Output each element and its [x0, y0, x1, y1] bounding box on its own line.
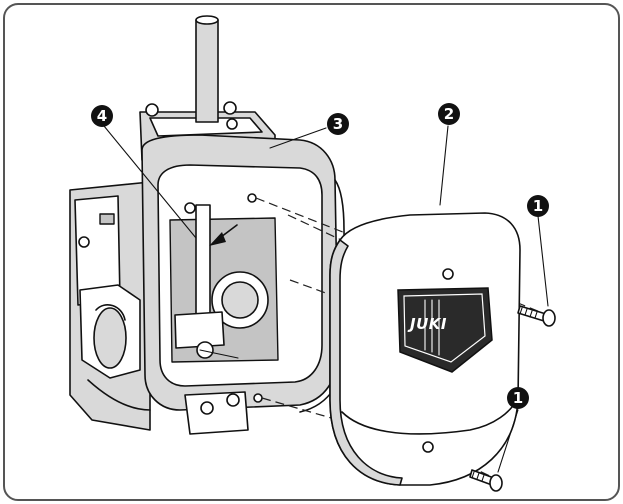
crank-hub — [221, 281, 259, 319]
callout-2: 2 — [438, 103, 460, 125]
screw-lower-threads — [471, 471, 485, 482]
callout-1-lower-text: 1 — [513, 389, 523, 407]
thread-post-top — [195, 15, 219, 25]
needle-arrow-head — [209, 232, 226, 246]
callout-1-upper-text: 1 — [533, 197, 543, 215]
top-bolt-front — [226, 118, 238, 130]
callout-2-text: 2 — [444, 105, 454, 123]
leader-face-cover — [439, 125, 449, 206]
face-cover-edge — [329, 239, 403, 486]
leader-top-cover — [269, 127, 327, 149]
screw-lower-head — [489, 474, 503, 492]
cover-lower-contour — [341, 399, 518, 435]
screw-lower — [469, 469, 503, 492]
top-bolt-right — [223, 101, 237, 115]
face-hole-lower — [253, 393, 263, 403]
needle-bar — [195, 204, 211, 331]
holder-screw — [196, 341, 214, 359]
logo-stripes — [424, 299, 440, 356]
face-hole-upper — [247, 193, 257, 203]
callout-1-lower: 1 — [507, 387, 529, 409]
bottom-bolt-left — [200, 401, 214, 415]
logo-badge — [397, 287, 493, 373]
screw-upper — [517, 305, 556, 327]
machine-head — [69, 15, 346, 435]
face-cover: JUKI — [329, 212, 521, 486]
lower-cam-edge — [95, 304, 126, 321]
callout-4-text: 4 — [97, 107, 107, 125]
callout-3: 3 — [327, 113, 349, 135]
bottom-bolt-right — [226, 393, 240, 407]
callout-3-text: 3 — [333, 115, 343, 133]
lower-contour — [87, 379, 151, 411]
thread-post — [195, 19, 219, 123]
leader-needle-bar — [103, 125, 197, 239]
screw-upper-head — [542, 309, 556, 327]
cover-logo-text: JUKI — [407, 315, 447, 333]
callout-4: 4 — [91, 105, 113, 127]
logo-badge-inner — [403, 293, 486, 363]
callout-1-upper: 1 — [527, 195, 549, 217]
lower-cam — [93, 307, 127, 369]
needle-bar-clamp — [184, 202, 196, 214]
leader-screw-lower — [497, 409, 519, 473]
cover-hole-lower — [422, 441, 434, 453]
side-screw — [78, 236, 90, 248]
holder-link — [199, 349, 239, 359]
top-bolt-left — [145, 103, 159, 117]
side-plate-tab — [99, 213, 115, 225]
needle-bar-holder — [174, 311, 225, 349]
leader-lines — [103, 125, 549, 473]
leader-screw-upper — [537, 215, 549, 307]
cover-hole-upper — [442, 268, 454, 280]
screw-upper-threads — [519, 307, 538, 319]
